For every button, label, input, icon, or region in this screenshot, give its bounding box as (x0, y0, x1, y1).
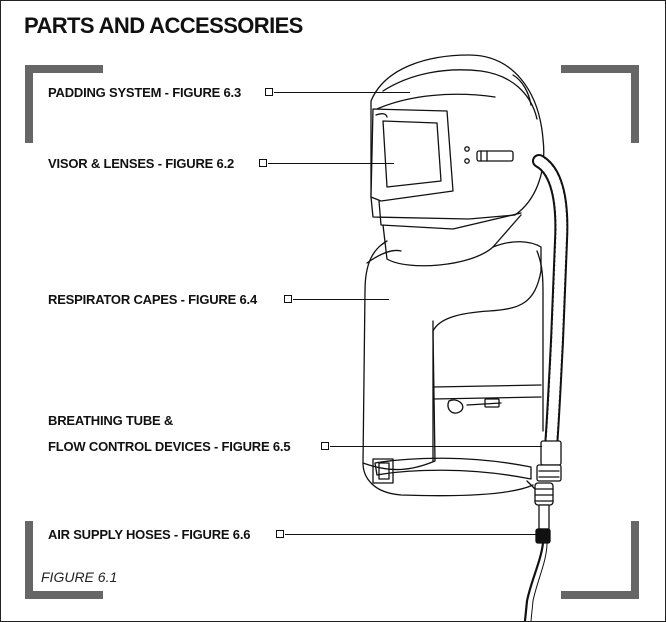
callout-breathing-tube-line1: BREATHING TUBE & (48, 413, 174, 428)
frame-corner-bottom-right (559, 519, 639, 599)
leader-line-visor (268, 163, 394, 164)
frame-corner-top-right (559, 65, 639, 145)
leader-line-hoses (285, 534, 537, 535)
leader-line-tube (330, 446, 542, 447)
callout-marker-tube (321, 442, 329, 450)
leader-line-padding (274, 92, 410, 93)
frame-corner-top-left (25, 65, 105, 145)
leader-line-capes (293, 299, 389, 300)
callout-breathing-tube-line2: FLOW CONTROL DEVICES - FIGURE 6.5 (48, 439, 291, 454)
callout-marker-visor (259, 159, 267, 167)
callout-marker-padding (265, 88, 273, 96)
callout-respirator-capes: RESPIRATOR CAPES - FIGURE 6.4 (48, 292, 257, 307)
callout-air-supply-hoses: AIR SUPPLY HOSES - FIGURE 6.6 (48, 527, 251, 542)
callout-padding-system: PADDING SYSTEM - FIGURE 6.3 (48, 85, 241, 100)
figure-caption: FIGURE 6.1 (41, 569, 118, 585)
callout-visor-lenses: VISOR & LENSES - FIGURE 6.2 (48, 156, 235, 171)
frame-corner-bottom-left (25, 519, 105, 599)
callout-marker-capes (284, 295, 292, 303)
page-title: PARTS AND ACCESSORIES (24, 13, 303, 38)
callout-marker-hoses (276, 530, 284, 538)
